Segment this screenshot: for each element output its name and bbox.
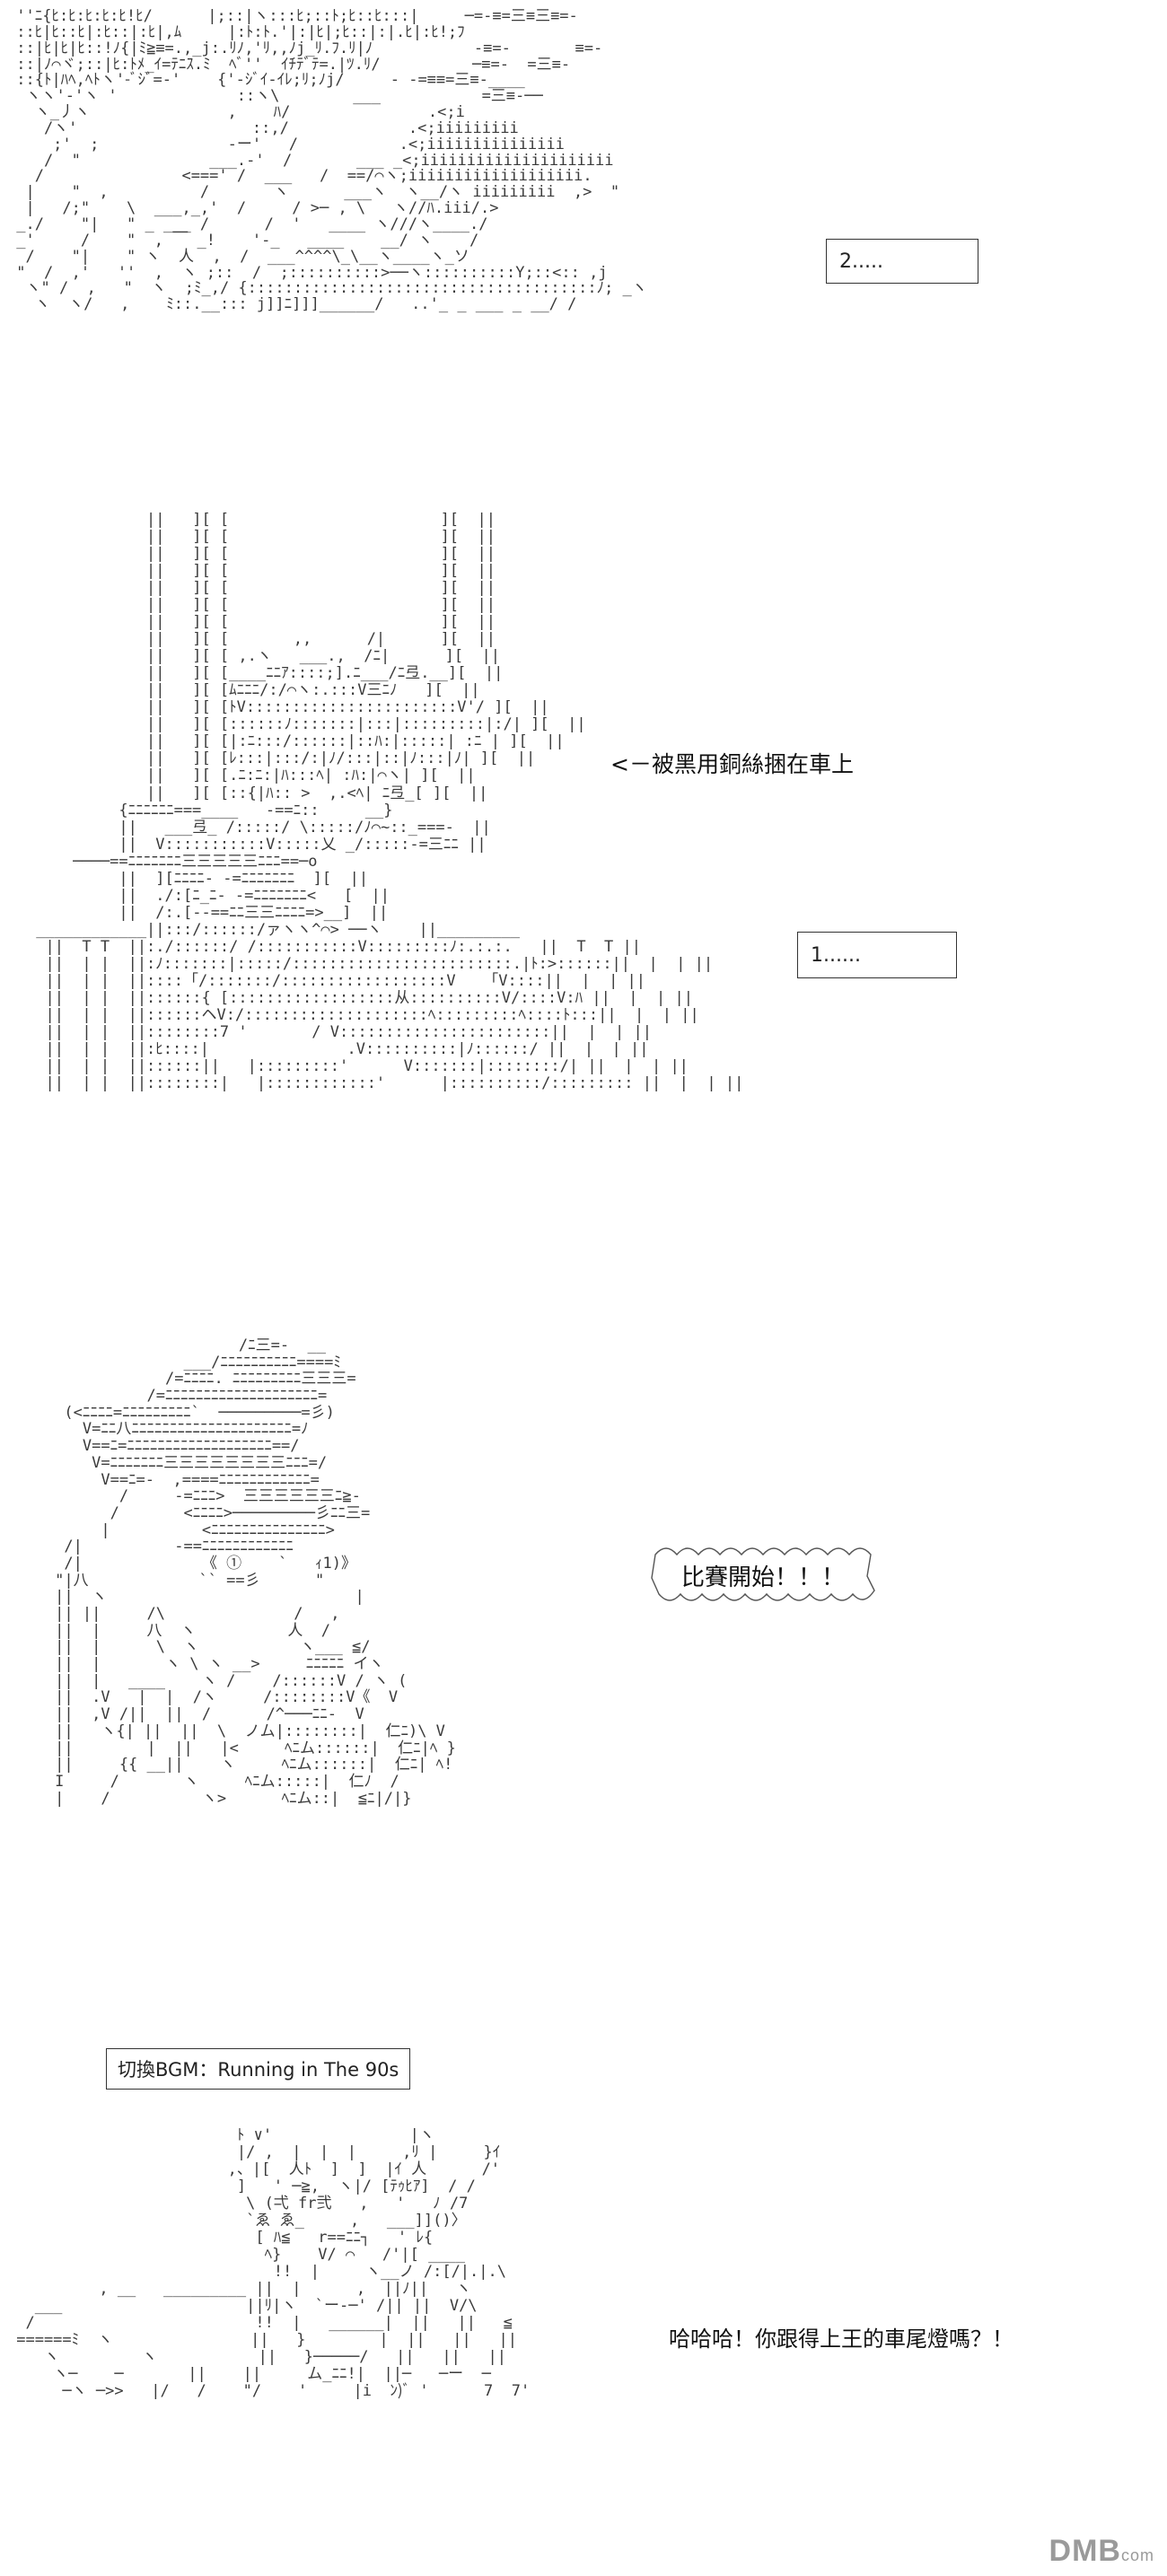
watermark-suffix: com xyxy=(1120,2546,1154,2564)
panel-3: /ﾆ三=- __ ___/ﾆﾆﾆﾆﾆﾆﾆﾆﾆﾆ====ﾐ /=ﾆﾆﾆﾆ. ﾆﾆﾆ… xyxy=(0,1319,1167,2028)
panel-5: ﾄ ∨' |ヽ |/ , | | | ,ﾘ | }ｲ ,、|[ 人ﾄ ] ] |… xyxy=(0,2109,1167,2576)
panel-4: 切換BGM：Running in The 90s xyxy=(0,2028,1167,2109)
panel-1: ''ﾆ{ﾋ:ﾋ:ﾋ:ﾋ:ﾋ!ﾋ/ |;::|ヽ:::ﾋ;::ﾄ;ﾋ::ﾋ:::|… xyxy=(0,0,1167,503)
bgm-box: 切換BGM：Running in The 90s xyxy=(106,2048,411,2090)
shout-burst: 比賽開始！！！ xyxy=(646,1535,880,1616)
annotation-tied-to-car: <－被黑用銅絲捆在車上 xyxy=(610,751,854,777)
dialogue-box-1: 1...... xyxy=(797,932,957,978)
ascii-art-tied-prisoner: || ][ [ ][ || || ][ [ ][ || || ][ [ ][ |… xyxy=(36,511,744,1093)
shout-text: 比賽開始！！！ xyxy=(680,1564,845,1591)
ascii-art-driver: ﾄ ∨' |ヽ |/ , | | | ,ﾘ | }ｲ ,、|[ 人ﾄ ] ] |… xyxy=(16,2126,531,2401)
watermark-logo: DMBcom xyxy=(1049,2534,1154,2569)
dialogue-king-taillights: 哈哈哈！你跟得上王的車尾燈嗎？！ xyxy=(669,2326,1013,2352)
watermark-text: DMB xyxy=(1049,2534,1121,2568)
dialogue-box-1-label: 1...... xyxy=(811,943,861,967)
panel-2: || ][ [ ][ || || ][ [ ][ || || ][ [ ][ |… xyxy=(0,503,1167,1319)
ascii-art-hat-character: /ﾆ三=- __ ___/ﾆﾆﾆﾆﾆﾆﾆﾆﾆﾆ====ﾐ /=ﾆﾆﾆﾆ. ﾆﾆﾆ… xyxy=(55,1336,456,1808)
ascii-art-racer-car: ''ﾆ{ﾋ:ﾋ:ﾋ:ﾋ:ﾋ!ﾋ/ |;::|ヽ:::ﾋ;::ﾄ;ﾋ::ﾋ:::|… xyxy=(16,7,647,314)
dialogue-box-2: 2..... xyxy=(826,239,978,284)
burst-outline xyxy=(651,1547,875,1601)
dialogue-box-2-label: 2..... xyxy=(839,250,883,273)
bgm-label: 切換BGM：Running in The 90s xyxy=(118,2059,399,2081)
